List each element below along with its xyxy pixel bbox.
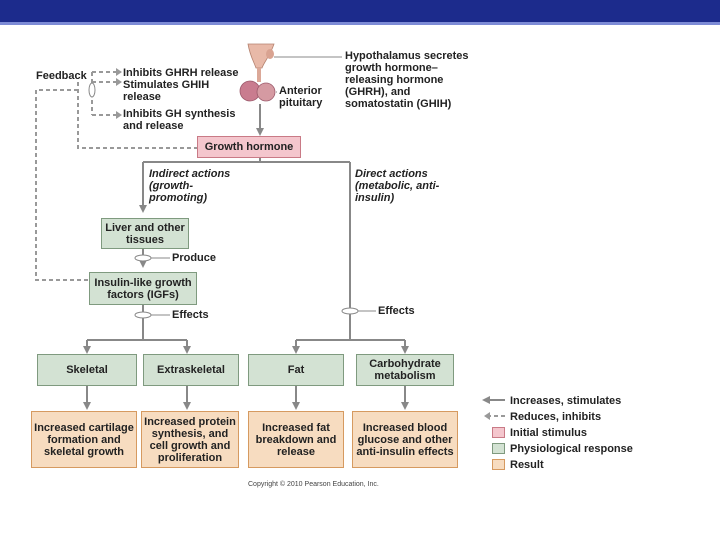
legend-initial: Initial stimulus [510,427,588,439]
effect-box-extraskeletal: Extraskeletal [143,354,239,386]
result-box-carbohydrate: Increased blood glucose and other anti-i… [352,411,458,468]
direct-actions-label: Direct actions (metabolic, anti-insulin) [355,168,440,204]
pituitary-illustration [239,43,276,102]
header-bar [0,0,720,25]
effect-box-carbohydrate: Carbohydrate metabolism [356,354,454,386]
legend-physiological-swatch [492,443,505,454]
feedback-item-inhibits-ghrh: Inhibits GHRH release [123,67,239,79]
legend-increases: Increases, stimulates [510,395,622,407]
result-box-skeletal: Increased cartilage formation and skelet… [31,411,137,468]
hypothalamus-label: Hypothalamus secretes growth hormone–rel… [345,50,469,110]
liver-box: Liver and other tissues [101,218,189,249]
effects-label-left: Effects [172,309,209,321]
effects-label-right: Effects [378,305,415,317]
result-box-fat: Increased fat breakdown and release [248,411,344,468]
anterior-pituitary-label: Anterior pituitary [279,85,323,109]
legend-result-swatch [492,459,505,470]
produce-label: Produce [172,252,217,264]
legend-physiological: Physiological response [510,443,633,455]
copyright: Copyright © 2010 Pearson Education, Inc. [248,481,379,488]
indirect-actions-label: Indirect actions (growth-promoting) [149,168,231,204]
feedback-label: Feedback [36,70,87,82]
effect-box-fat: Fat [248,354,344,386]
feedback-item-inhibits-gh: Inhibits GH synthesis and release [123,108,236,132]
effect-box-skeletal: Skeletal [37,354,137,386]
growth-hormone-box: Growth hormone [197,136,301,158]
igf-box: Insulin-like growth factors (IGFs) [89,272,197,305]
legend-reduces: Reduces, inhibits [510,411,602,423]
result-box-extraskeletal: Increased protein synthesis, and cell gr… [141,411,239,468]
feedback-item-stimulates-ghih: Stimulates GHIH release [123,79,210,103]
legend-initial-swatch [492,427,505,438]
legend-result: Result [510,459,544,471]
